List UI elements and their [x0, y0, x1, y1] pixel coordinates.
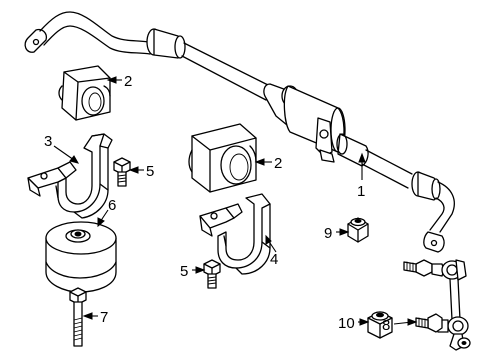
- callout-9: 9: [324, 225, 332, 242]
- callout-2-center: 2: [274, 155, 282, 172]
- long-bolt: [69, 287, 87, 347]
- bracket-upper: [27, 133, 113, 219]
- bolt-lower: [203, 259, 221, 289]
- callout-5-lower: 5: [180, 263, 188, 280]
- nut-9: [347, 217, 369, 243]
- callout-2-upper: 2: [124, 73, 132, 90]
- callout-1: 1: [357, 183, 365, 200]
- bracket-lower: [199, 193, 271, 275]
- callout-4: 4: [270, 251, 278, 268]
- callout-labels: 1 2 2 3 4 5 5 6 7 8 9 10: [44, 73, 390, 334]
- callout-5-upper: 5: [146, 163, 154, 180]
- callout-3: 3: [44, 133, 52, 150]
- bushing-center: [188, 123, 257, 193]
- callout-10: 10: [338, 315, 355, 332]
- leader-lines: [53, 76, 418, 326]
- callout-7: 7: [100, 309, 108, 326]
- bolt-upper: [113, 157, 131, 187]
- callout-6: 6: [108, 197, 116, 214]
- nut-10: [367, 311, 393, 339]
- stabilizer-link: [403, 259, 471, 351]
- insulator-mount: [45, 221, 117, 293]
- stabilizer-bar: [24, 11, 455, 253]
- bushing-upper-left: [58, 65, 111, 121]
- callout-8: 8: [382, 317, 390, 334]
